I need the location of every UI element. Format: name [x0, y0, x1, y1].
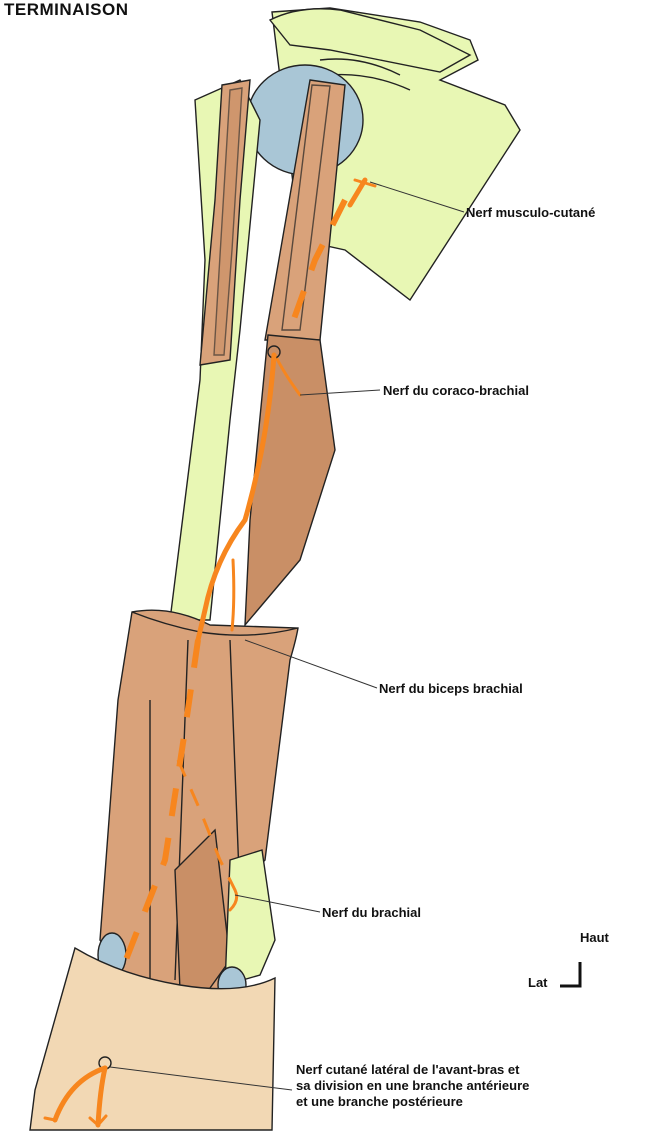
- elbow-bone: [225, 850, 275, 985]
- orientation-lateral-label: Lat: [528, 975, 548, 991]
- label-cutane-line1: Nerf cutané latéral de l'avant-bras et: [296, 1062, 519, 1078]
- orientation-marker: [560, 962, 580, 986]
- label-cutane-line2: sa division en une branche antérieure: [296, 1078, 529, 1094]
- orientation-up-label: Haut: [580, 930, 609, 946]
- label-biceps-brachial: Nerf du biceps brachial: [379, 681, 523, 697]
- label-cutane-line3: et une branche postérieure: [296, 1094, 463, 1110]
- label-coraco-brachial: Nerf du coraco-brachial: [383, 383, 529, 399]
- label-musculo-cutane: Nerf musculo-cutané: [466, 205, 595, 221]
- label-brachial: Nerf du brachial: [322, 905, 421, 921]
